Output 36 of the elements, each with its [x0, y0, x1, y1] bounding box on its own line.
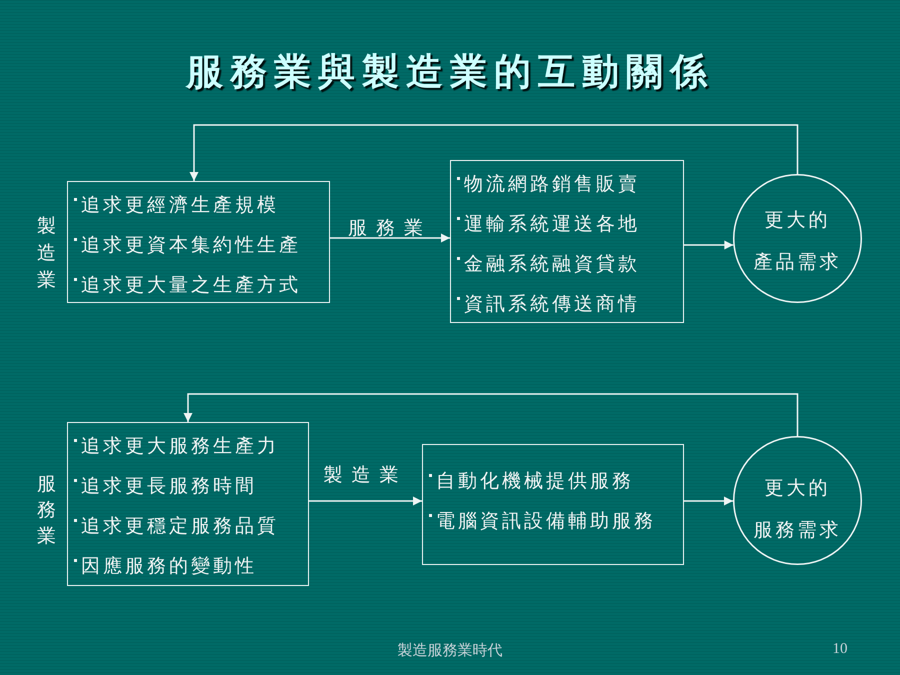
list-item-text: 物流網路銷售販賣 [464, 173, 640, 195]
list-item-text: 因應服務的變動性 [81, 555, 257, 577]
list-item-text: 資訊系統傳送商情 [464, 293, 640, 315]
edge-label: 服務業 [348, 216, 432, 240]
vertical-label: 製造業 [37, 214, 56, 293]
vertical-label: 服務業 [37, 472, 56, 549]
process-box [67, 422, 309, 586]
circle-text: 更大的 [764, 208, 830, 233]
process-box [450, 160, 684, 323]
slide-title: 服務業與製造業的互動關係 [186, 48, 714, 95]
list-item-text: 自動化機械提供服務 [436, 470, 634, 492]
list-item-text: 追求更穩定服務品質 [81, 515, 279, 537]
page-number: 10 [832, 641, 848, 658]
demand-circle [733, 436, 862, 565]
edge-label: 製造業 [324, 463, 408, 487]
list-item-text: 追求更大量之生產方式 [81, 274, 301, 296]
process-box [422, 444, 684, 565]
circle-text: 服務需求 [754, 518, 842, 543]
demand-circle [733, 174, 862, 303]
process-box [67, 181, 330, 303]
feedback-arrow [190, 124, 798, 181]
list-item-text: 追求更大服務生產力 [81, 435, 279, 457]
arrow [309, 496, 422, 506]
arrow [330, 234, 450, 242]
list-item-text: 追求更長服務時間 [81, 475, 257, 497]
list-item-text: 追求更資本集約性生產 [81, 234, 301, 256]
circle-text: 產品需求 [754, 250, 842, 275]
feedback-arrow [184, 393, 798, 436]
circle-text: 更大的 [764, 476, 830, 501]
footer-text: 製造服務業時代 [398, 641, 502, 660]
list-item-text: 追求更經濟生產規模 [81, 194, 279, 216]
arrow [684, 496, 733, 506]
list-item-text: 金融系統融資貸款 [464, 253, 640, 275]
list-item-text: 電腦資訊設備輔助服務 [436, 510, 656, 532]
list-item-text: 運輸系統運送各地 [464, 213, 640, 235]
arrow [684, 240, 734, 250]
